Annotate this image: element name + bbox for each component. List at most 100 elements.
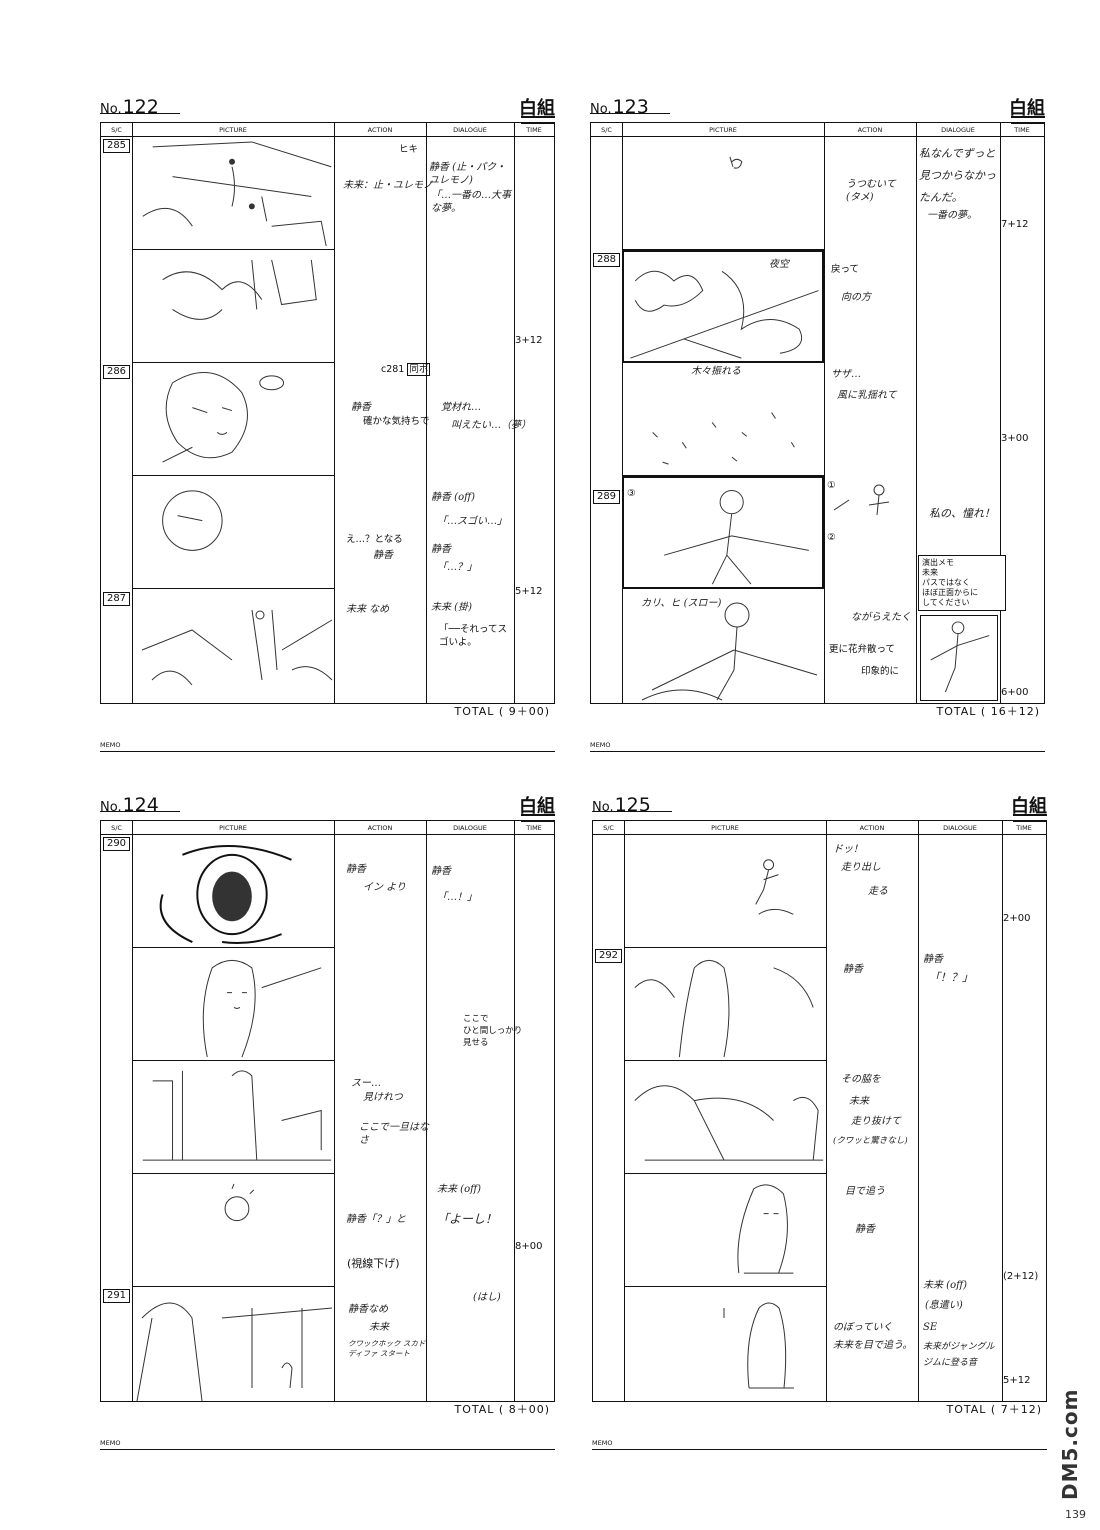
picture-panel: [624, 835, 826, 948]
action-text: (視線下げ): [347, 1257, 400, 1270]
action-text: 風に乳揺れて: [837, 390, 897, 401]
cut-number: 290: [103, 837, 130, 851]
studio-logo-bars: [521, 814, 555, 822]
sheet-number-value: 123: [612, 96, 649, 118]
action-text: 静香「？」と: [346, 1214, 406, 1225]
sheet-number-value: 125: [614, 794, 651, 816]
sheet-number-underline: [590, 113, 670, 114]
dialogue-text: 未来 (掛): [431, 602, 472, 613]
sketch-falling-petals: [652, 412, 795, 465]
sketch-ball-sky: [224, 1183, 255, 1222]
sheet-number-value: 124: [122, 794, 159, 816]
director-memo-box: 演出メモ 未来 パスではなく ほぼ正面からに してください: [918, 555, 1006, 611]
column-divider: [426, 123, 427, 703]
total-time: TOTAL ( 16＋12): [937, 703, 1040, 719]
picture-panel: [132, 1061, 334, 1174]
picture-label: ③: [627, 488, 636, 499]
picture-label: カリ、ヒ (スロー): [641, 598, 722, 609]
column-divider: [426, 821, 427, 1401]
action-text: サザ…: [831, 369, 861, 380]
cut-number: 286: [103, 365, 130, 379]
sketch-street-figures: [141, 609, 333, 686]
sheet-number-underline: [100, 113, 180, 114]
total-label: TOTAL (: [454, 705, 505, 718]
same-position-tag: 同ポ: [407, 363, 431, 376]
time-value: 8+00: [515, 1241, 543, 1252]
dialogue-text: 静香: [431, 544, 451, 555]
sketch-girl-park-bg: [142, 1070, 332, 1161]
column-divider: [1002, 821, 1003, 1401]
action-text: (クワッと驚きなし): [833, 1136, 908, 1146]
action-text: 未来：止・ユレモノ: [343, 180, 433, 191]
cut-number: 287: [103, 592, 130, 606]
action-text: ながらえたく: [851, 612, 911, 623]
cut-number: 292: [595, 949, 622, 963]
table-header: S/C PICTURE ACTION DIALOGUE TIME: [101, 821, 554, 835]
dialogue-text: 静香: [923, 954, 943, 965]
action-text: 未来を目で追う。: [833, 1340, 913, 1351]
sketch-mini-figure: [833, 484, 890, 516]
action-text: え…？となる: [346, 534, 403, 545]
cut-number: 288: [593, 253, 620, 267]
picture-panel: [132, 589, 334, 704]
storyboard-sheet-122: No.122 白組 S/C PICTURE ACTION DIALOGUE TI…: [100, 96, 555, 756]
memo-line: MEMO: [590, 741, 1045, 752]
header-action: ACTION: [859, 824, 885, 832]
picture-label: 木々振れる: [691, 366, 741, 377]
sheet-number: No.122: [100, 96, 159, 118]
header-picture: PICTURE: [219, 126, 247, 134]
action-text: その脇を: [841, 1074, 881, 1085]
cut-number: 289: [593, 490, 620, 504]
sheet-number-prefix: No.: [590, 102, 612, 117]
storyboard-table: S/C PICTURE ACTION DIALOGUE TIME 288 289…: [590, 122, 1045, 718]
header-action: ACTION: [857, 126, 883, 134]
cut-number: 285: [103, 139, 130, 153]
sketch-girl-watching: [723, 1302, 794, 1389]
picture-panel: [624, 1287, 826, 1402]
action-text: うつむいて (タメ): [846, 179, 896, 203]
table-header: S/C PICTURE ACTION DIALOGUE TIME: [591, 123, 1044, 137]
studio-logo: 白組: [519, 796, 555, 817]
time-value: 3+00: [1001, 433, 1029, 444]
header-action: ACTION: [367, 126, 393, 134]
picture-panel: [622, 589, 824, 704]
picture-panel: [132, 250, 334, 363]
dialogue-text: 「！？」: [929, 971, 973, 984]
sketch-girl-looking: [634, 959, 814, 1058]
header-time: TIME: [526, 824, 542, 832]
memo-line: MEMO: [100, 1439, 555, 1450]
cut-number: 291: [103, 1289, 130, 1303]
column-divider: [132, 123, 133, 703]
total-value: 9＋00: [508, 705, 545, 718]
cut-ref: c281: [381, 364, 405, 375]
picture-panel: [622, 363, 824, 476]
total-close: ): [544, 1403, 550, 1416]
dialogue-text: 「よーし！: [437, 1212, 498, 1226]
picture-panel: [132, 948, 334, 1061]
header-time: TIME: [526, 126, 542, 134]
time-value: 6+00: [1001, 687, 1029, 698]
header-picture: PICTURE: [219, 824, 247, 832]
action-text: 静香: [855, 1224, 875, 1235]
picture-panel: [622, 476, 824, 589]
memo-line: MEMO: [592, 1439, 1047, 1450]
dialogue-text: 未来がジャングルジムに登る音: [923, 1342, 995, 1368]
sheet-number: No.125: [592, 794, 651, 816]
dialogue-text: 未来 (off): [923, 1280, 968, 1291]
total-time: TOTAL ( 8＋00): [455, 1401, 550, 1417]
studio-logo-bars: [521, 116, 555, 124]
column-divider: [624, 821, 625, 1401]
action-text: 未来: [369, 1322, 389, 1333]
total-label: TOTAL (: [454, 1403, 505, 1416]
action-text: イン より: [363, 882, 406, 893]
picture-panel: [132, 476, 334, 589]
page-number: 139: [1065, 1508, 1086, 1521]
action-text: ドッ！: [833, 844, 863, 855]
picture-label: 夜空: [769, 259, 789, 270]
time-value: 7+12: [1001, 219, 1029, 230]
action-text: ヒキ: [399, 144, 419, 155]
dialogue-text: 「──それってスゴいよ。: [439, 624, 507, 648]
action-text: 静香なめ: [348, 1304, 388, 1315]
mini-panel: [824, 480, 916, 528]
column-divider: [1000, 123, 1001, 703]
